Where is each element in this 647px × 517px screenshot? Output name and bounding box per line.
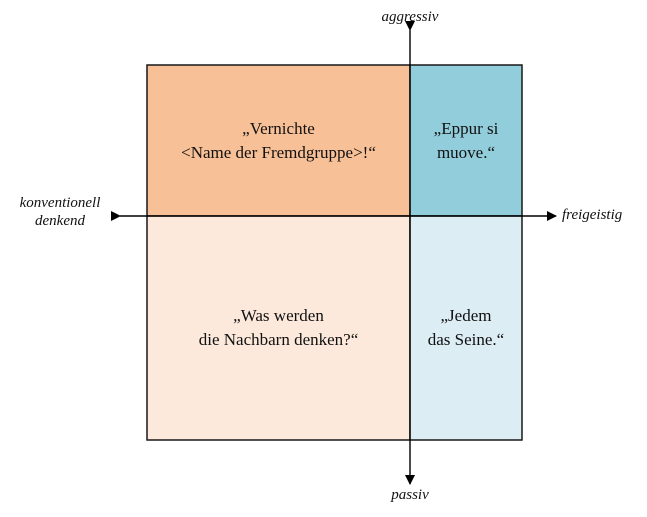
axis-label-right: freigeistig <box>562 207 623 223</box>
quadrant-top-left-fill <box>146 64 411 217</box>
quadrant-top-left-label: „Vernichte <Name der Fremdgruppe>!“ <box>181 118 376 162</box>
quadrant-bottom-left-text: „Was werden die Nachbarn denken?“ <box>147 216 410 440</box>
quadrant-top-right-label: „Eppur si muove.“ <box>433 118 499 162</box>
axis-label-left: konventionell denkend <box>19 195 101 229</box>
axis-label-bottom: passiv <box>391 487 429 503</box>
outer-border <box>146 64 523 441</box>
quadrant-bottom-right-label: „Jedem das Seine.“ <box>427 306 505 349</box>
quadrant-bottom-right-text: „Jedem das Seine.“ <box>410 216 522 440</box>
quadrant-top-left-text: „Vernichte <Name der Fremdgruppe>!“ <box>147 65 410 216</box>
axis-label-top: aggressiv <box>381 9 439 25</box>
quadrant-top-right-fill <box>409 64 523 217</box>
quadrant-top-right-text: „Eppur si muove.“ <box>410 65 522 216</box>
quadrant-bottom-left-label: „Was werden die Nachbarn denken?“ <box>198 306 359 349</box>
quadrant-bottom-right-fill <box>409 215 523 441</box>
